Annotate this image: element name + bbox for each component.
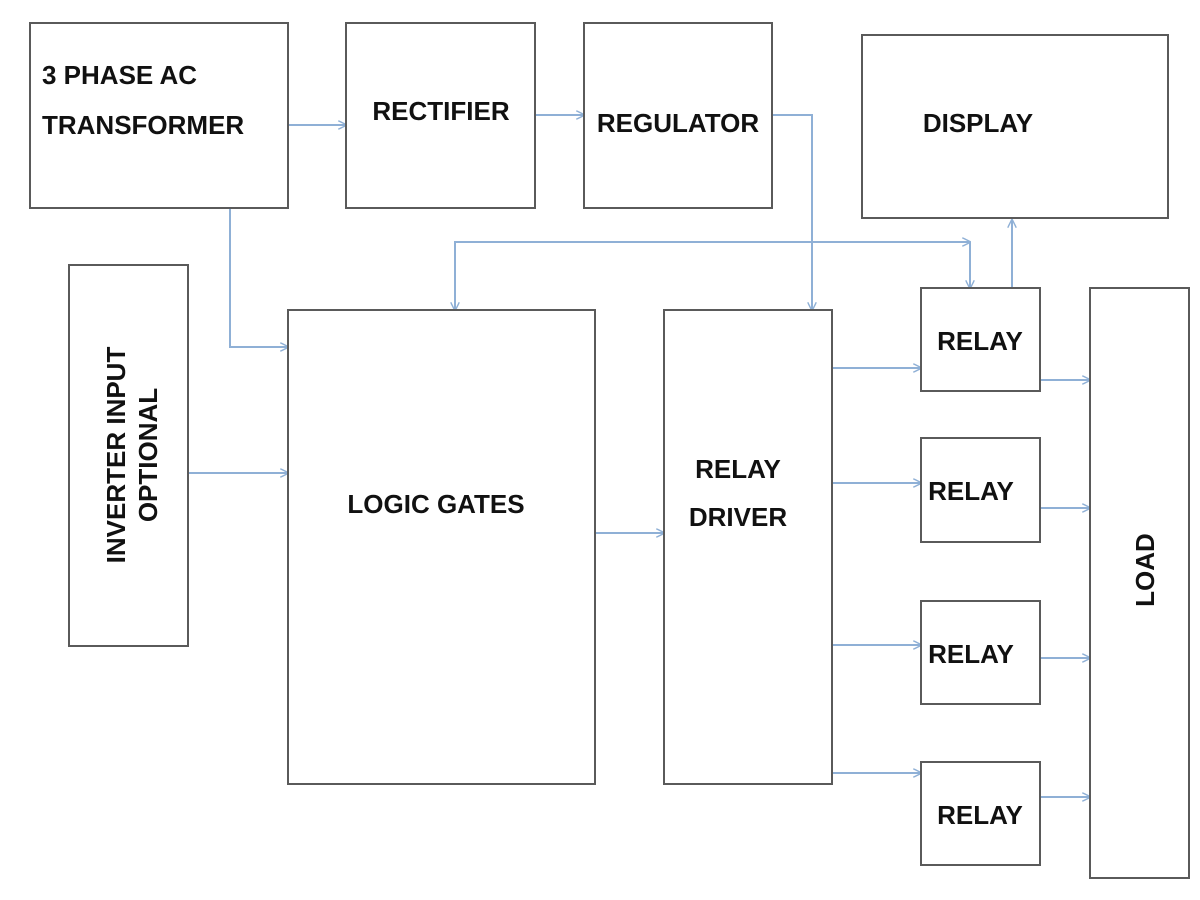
relay-block-4: RELAY: [920, 761, 1041, 866]
inverter-label-line1: INVERTER INPUT: [101, 347, 131, 564]
relay-driver-label-line2: DRIVER: [689, 502, 787, 532]
rectifier-label: RECTIFIER: [372, 96, 509, 126]
display-block: DISPLAY: [861, 34, 1169, 219]
regulator-label: REGULATOR: [597, 108, 759, 138]
relay-label-4: RELAY: [937, 800, 1023, 830]
arrow-regulator-to-relay-driver: [772, 114, 812, 310]
relay-label-3: RELAY: [928, 639, 1014, 669]
relay-block-2: RELAY: [920, 437, 1041, 543]
relay-label-2: RELAY: [928, 476, 1014, 506]
logic-gates-block: LOGIC GATES: [287, 309, 596, 785]
relay-driver-label-line1: RELAY: [695, 454, 781, 484]
transformer-block: 3 PHASE AC TRANSFORMER: [29, 22, 289, 209]
load-label: LOAD: [1130, 533, 1160, 607]
inverter-label-line2: OPTIONAL: [133, 388, 163, 522]
bus-logic-gates-to-relay: [455, 242, 970, 310]
relay-block-1: RELAY: [920, 287, 1041, 392]
logic-gates-label: LOGIC GATES: [347, 489, 524, 519]
regulator-block: REGULATOR: [583, 22, 773, 209]
relay-label-1: RELAY: [937, 326, 1023, 356]
inverter-block: INVERTER INPUT OPTIONAL: [68, 264, 189, 647]
transformer-label-line1: 3 PHASE AC: [42, 60, 197, 90]
relay-block-3: RELAY: [920, 600, 1041, 705]
relay-driver-block: RELAY DRIVER: [663, 309, 833, 785]
arrow-transformer-to-logic-gates: [229, 208, 288, 347]
load-block: LOAD: [1089, 287, 1190, 879]
rectifier-block: RECTIFIER: [345, 22, 536, 209]
display-label: DISPLAY: [923, 108, 1033, 138]
transformer-label-line2: TRANSFORMER: [42, 110, 244, 140]
connectors: [188, 115, 1090, 797]
